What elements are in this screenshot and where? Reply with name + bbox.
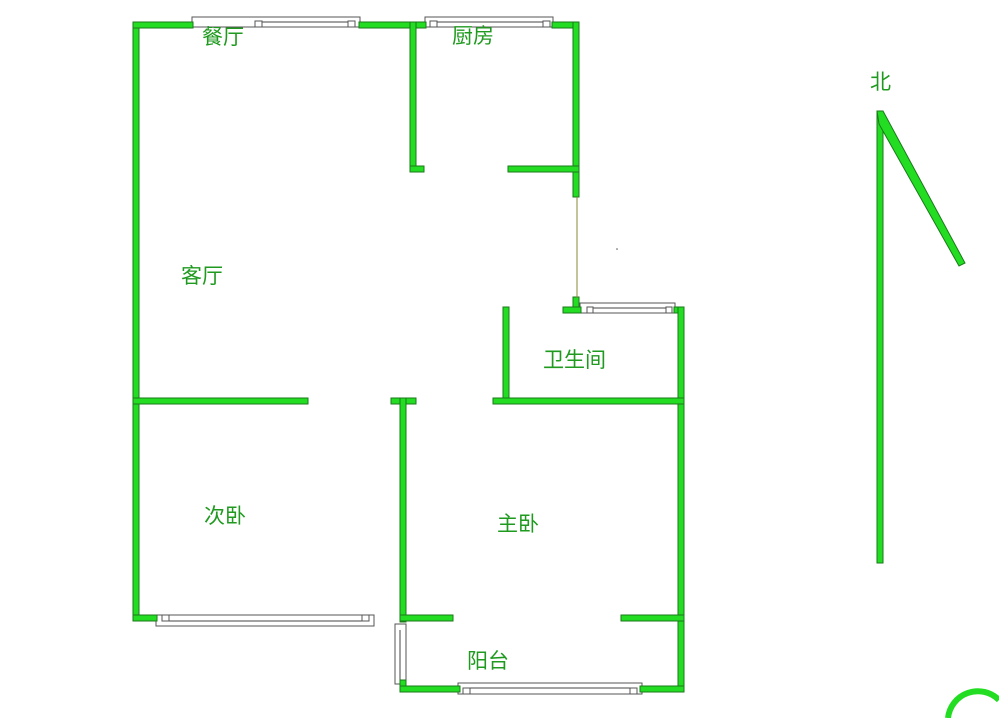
wall-balcony-bottom-left [399, 685, 461, 693]
window-bathroom [579, 302, 676, 314]
label-second-bedroom: 次卧 [204, 504, 246, 528]
north-arrow-shaft [876, 110, 884, 564]
wall-left [132, 21, 140, 622]
wall-kitchen-bottom [507, 165, 580, 173]
corner-logo-icon [945, 688, 999, 718]
wall-bottom-mid [399, 614, 454, 622]
north-label: 北 [870, 70, 891, 94]
walls [132, 21, 685, 693]
wall-kitchen-left-stub [409, 165, 425, 173]
label-living-room: 客厅 [181, 264, 223, 288]
label-bathroom: 卫生间 [543, 348, 606, 372]
wall-bath-left [502, 306, 510, 405]
wall-top-middle [358, 21, 427, 29]
wall-top-left [132, 21, 194, 29]
wall-kitchen-left [409, 21, 417, 173]
wall-living-bottom [132, 397, 309, 405]
wall-kitchen-right [572, 21, 580, 198]
label-kitchen: 厨房 [452, 24, 494, 48]
window-balcony-bottom [457, 682, 643, 695]
wall-master-bottom-right [620, 614, 685, 622]
wall-right [677, 306, 685, 693]
window-second-bedroom [155, 614, 375, 627]
label-master-bedroom: 主卧 [497, 512, 539, 536]
wall-bedroom-divider [399, 397, 407, 623]
wall-bath-bottom [492, 397, 685, 405]
window-balcony-side [394, 623, 407, 685]
wall-bottom-left [132, 614, 158, 622]
label-balcony: 阳台 [467, 649, 509, 673]
wall-balcony-bottom-right [639, 685, 685, 693]
north-arrow-icon [876, 110, 966, 564]
stray-dot [616, 248, 618, 250]
label-dining: 餐厅 [202, 25, 244, 49]
north-arrow-head [876, 110, 966, 267]
wall-bath-top-left [562, 306, 582, 314]
